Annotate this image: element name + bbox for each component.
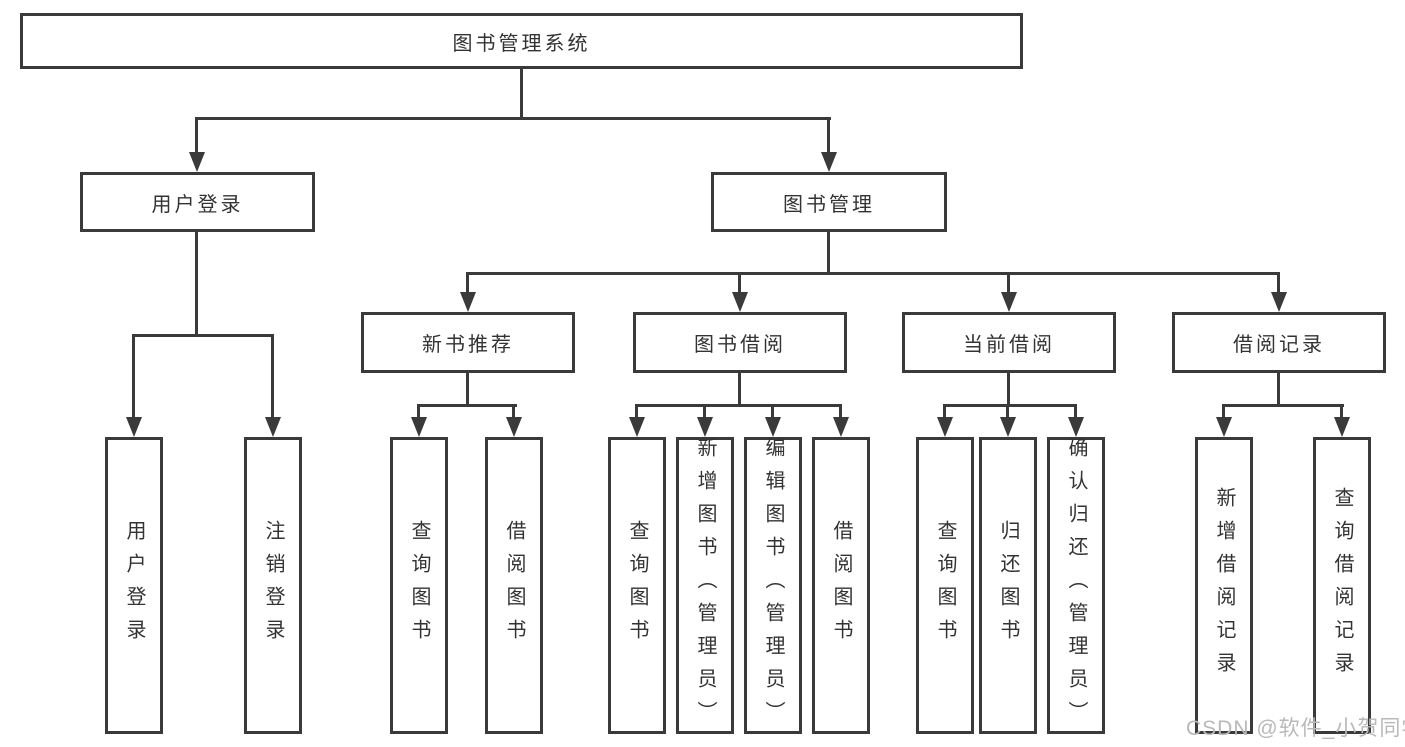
leaf-edit-books-admin: 编辑图书（管理员）: [744, 437, 802, 734]
connector-line: [132, 334, 274, 337]
connector-line: [635, 404, 842, 407]
connector-line: [512, 404, 515, 418]
leaf-query-books-borrow: 查询图书: [608, 437, 666, 734]
arrow-down-icon: [1271, 292, 1287, 312]
connector-line: [271, 334, 274, 418]
leaf-label: 新增借阅记录: [1213, 486, 1235, 685]
leaf-user-login: 用户登录: [105, 437, 163, 734]
leaf-label: 借阅图书: [830, 519, 852, 652]
connector-line: [703, 404, 706, 418]
leaf-query-books-recommend: 查询图书: [390, 437, 448, 734]
arrow-down-icon: [937, 417, 953, 437]
arrow-down-icon: [460, 292, 476, 312]
node-borrowing-records: 借阅记录: [1172, 312, 1386, 373]
connector-line: [635, 404, 638, 418]
connector-line: [1277, 373, 1280, 405]
leaf-label: 借阅图书: [503, 519, 525, 652]
connector-line: [943, 404, 1077, 407]
connector-line: [195, 117, 198, 153]
leaf-label: 新增图书（管理员）: [694, 437, 716, 734]
connector-line: [827, 117, 830, 153]
node-book-borrowing: 图书借阅: [633, 312, 847, 373]
connector-line: [1007, 272, 1010, 293]
node-label: 图书管理系统: [452, 32, 591, 55]
node-library-system: 图书管理系统: [20, 13, 1023, 69]
node-label: 用户登录: [151, 193, 244, 216]
connector-line: [827, 232, 830, 273]
connector-line: [466, 272, 1280, 275]
leaf-label: 编辑图书（管理员）: [762, 437, 784, 734]
connector-line: [466, 272, 469, 293]
node-book-management: 图书管理: [711, 172, 947, 232]
leaf-query-borrow-record: 查询借阅记录: [1313, 437, 1371, 734]
connector-line: [417, 404, 517, 407]
connector-line: [943, 404, 946, 418]
leaf-add-books-admin: 新增图书（管理员）: [676, 437, 734, 734]
arrow-down-icon: [1000, 417, 1016, 437]
leaf-label: 查询图书: [626, 519, 648, 652]
leaf-label: 查询图书: [408, 519, 430, 652]
connector-line: [1006, 404, 1009, 418]
leaf-borrow-books: 借阅图书: [812, 437, 870, 734]
arrow-down-icon: [189, 152, 205, 172]
node-label: 当前借阅: [963, 334, 1055, 356]
connector-line: [738, 373, 741, 405]
arrow-down-icon: [265, 417, 281, 437]
node-label: 新书推荐: [422, 334, 514, 356]
arrow-down-icon: [821, 152, 837, 172]
connector-line: [466, 373, 469, 405]
connector-line: [1222, 404, 1225, 418]
connector-line: [771, 404, 774, 418]
leaf-label: 用户登录: [123, 519, 145, 652]
arrow-down-icon: [697, 417, 713, 437]
connector-line: [839, 404, 842, 418]
leaf-label: 查询图书: [934, 519, 956, 652]
connector-line: [1222, 404, 1344, 407]
node-label: 图书管理: [783, 193, 875, 216]
leaf-label: 归还图书: [997, 519, 1019, 652]
connector-line: [1277, 272, 1280, 293]
arrow-down-icon: [1216, 417, 1232, 437]
connector-line: [520, 69, 523, 118]
arrow-down-icon: [1068, 417, 1084, 437]
leaf-label: 查询借阅记录: [1331, 486, 1353, 685]
leaf-confirm-return-admin: 确认归还（管理员）: [1047, 437, 1105, 734]
leaf-add-borrow-record: 新增借阅记录: [1195, 437, 1253, 734]
arrow-down-icon: [126, 417, 142, 437]
leaf-return-books: 归还图书: [979, 437, 1037, 734]
leaf-label: 确认归还（管理员）: [1065, 437, 1087, 734]
leaf-label: 注销登录: [262, 519, 284, 652]
node-user-login: 用户登录: [80, 172, 315, 232]
node-new-book-recommendation: 新书推荐: [361, 312, 575, 373]
arrow-down-icon: [833, 417, 849, 437]
node-label: 图书借阅: [694, 334, 786, 356]
arrow-down-icon: [1334, 417, 1350, 437]
leaf-borrow-books-recommend: 借阅图书: [485, 437, 543, 734]
connector-line: [1074, 404, 1077, 418]
connector-line: [1340, 404, 1343, 418]
arrow-down-icon: [506, 417, 522, 437]
node-label: 借阅记录: [1233, 334, 1325, 356]
connector-line: [417, 404, 420, 418]
connector-line: [195, 117, 831, 120]
connector-line: [738, 272, 741, 293]
leaf-query-books-current: 查询图书: [916, 437, 974, 734]
connector-line: [1007, 373, 1010, 405]
node-current-borrowing: 当前借阅: [902, 312, 1116, 373]
connector-line: [195, 232, 198, 335]
arrow-down-icon: [629, 417, 645, 437]
arrow-down-icon: [1001, 292, 1017, 312]
connector-line: [132, 334, 135, 418]
arrow-down-icon: [732, 292, 748, 312]
leaf-logout: 注销登录: [244, 437, 302, 734]
arrow-down-icon: [765, 417, 781, 437]
arrow-down-icon: [411, 417, 427, 437]
csdn-watermark: CSDN @软件_小贺同学: [1186, 717, 1405, 740]
